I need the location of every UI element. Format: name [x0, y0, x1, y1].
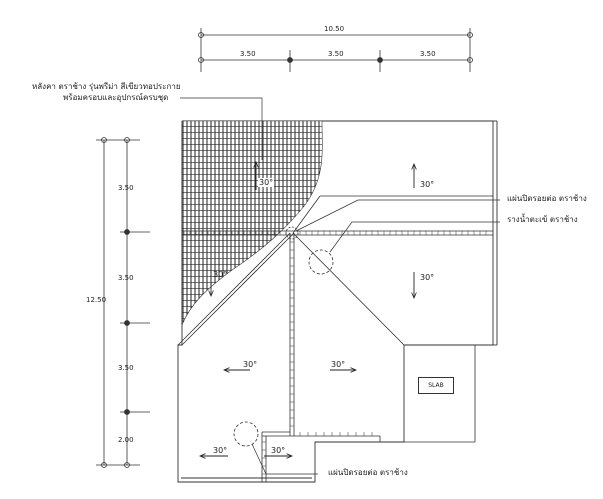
- ridge-ticks: [183, 231, 487, 475]
- dim-top-seg-1: 3.50: [240, 50, 256, 58]
- slope-label-4: 30°: [420, 273, 435, 282]
- slope-arrows: [200, 162, 414, 456]
- slope-label-7: 30°: [213, 446, 228, 455]
- ridge-cap-label-bottom: แผ่นปิดรอยต่อ ตราช้าง: [328, 468, 408, 477]
- dim-top-seg-2: 3.50: [328, 50, 344, 58]
- slab-outline: [379, 344, 476, 443]
- ridge-cap-label-top: แผ่นปิดรอยต่อ ตราช้าง: [507, 194, 587, 203]
- leader-lines: [180, 97, 500, 475]
- dim-left-seg-2: 3.50: [118, 274, 134, 282]
- slope-label-5: 30°: [243, 360, 258, 369]
- dim-left-total: 12.50: [86, 296, 107, 304]
- roof-material-label-line2: พร้อมครอบและอุปกรณ์ครบชุด: [63, 93, 169, 102]
- slab-label: SLAB: [418, 377, 454, 394]
- left-dimension-segments: [120, 137, 150, 468]
- slope-label-2: 30°: [420, 180, 435, 189]
- dim-left-seg-4: 2.00: [118, 436, 134, 444]
- tile-hatch-area: [181, 120, 323, 326]
- slope-label-1: 30°: [258, 178, 275, 187]
- slope-label-6: 30°: [331, 360, 346, 369]
- dim-top-total: 10.50: [324, 25, 345, 33]
- slope-label-8: 30°: [271, 446, 286, 455]
- dim-left-seg-1: 3.50: [118, 184, 134, 192]
- dim-left-seg-3: 3.50: [118, 364, 134, 372]
- dim-top-seg-3: 3.50: [420, 50, 436, 58]
- top-dimension-total: [198, 28, 473, 72]
- slope-label-3: 30°: [213, 270, 228, 279]
- roof-outline: [177, 120, 498, 483]
- left-dimension-total: [96, 137, 140, 468]
- detail-circle-ridge-top: [285, 226, 299, 240]
- detail-circle-valley: [308, 249, 334, 275]
- top-dimension-segments: [198, 50, 473, 72]
- valley-gutter-label: รางน้ำตะเข้ ตราช้าง: [507, 215, 578, 224]
- roof-material-label-line1: หลังคา ตราช้าง รุ่นพรีม่า สีเขียวทอประกา…: [32, 82, 181, 91]
- detail-circle-ridge-bottom: [233, 421, 259, 447]
